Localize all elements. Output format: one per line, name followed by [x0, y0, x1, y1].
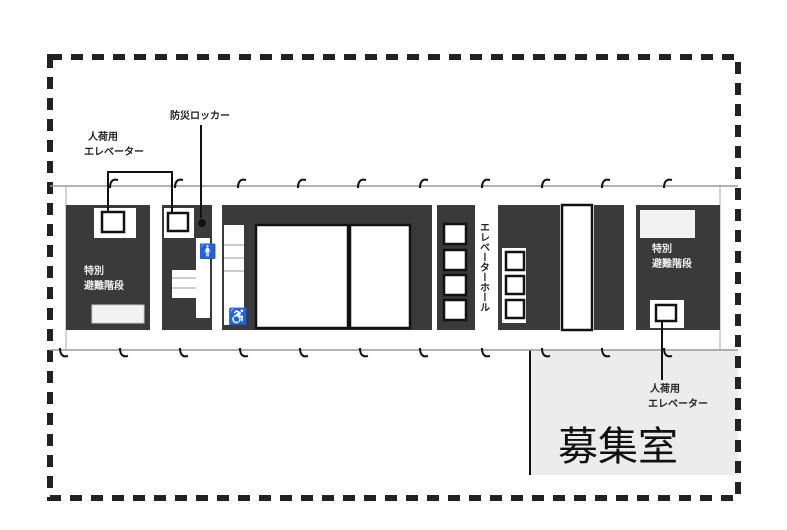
leader-lines: [107, 125, 663, 380]
freight-elevator-label-bottom: 人荷用エレベーター: [648, 382, 708, 410]
vacant-room-area[interactable]: [530, 350, 738, 475]
person-icon: 🚹: [199, 243, 216, 260]
stair-left-label: 特別避難階段: [83, 264, 124, 292]
elevator-hall-label: エレベーターホール: [478, 222, 490, 312]
elevator-bank-right: [498, 205, 560, 330]
building-outline: [47, 54, 741, 501]
shaft-dark: [594, 205, 624, 330]
stair-right-label: 特別避難階段: [651, 242, 692, 270]
door-swings-top: [109, 178, 673, 189]
vacant-room-label: 募集室: [558, 424, 678, 470]
disaster-locker-label: 防災ロッカー: [170, 109, 230, 122]
toilet-block-main: ♿: [222, 205, 432, 330]
locker-icon: [198, 219, 206, 227]
stair-right-block: [636, 205, 720, 330]
accessible-icon: ♿: [228, 307, 248, 326]
toilet-block-small: 🚹: [162, 205, 216, 330]
freight-elevator-label-top: 人荷用エレベーター: [84, 130, 144, 158]
door-swings-bottom: [59, 347, 673, 358]
elevator-bank-left: [437, 205, 475, 330]
stair-left-block: [66, 205, 150, 330]
shaft: [560, 203, 594, 332]
